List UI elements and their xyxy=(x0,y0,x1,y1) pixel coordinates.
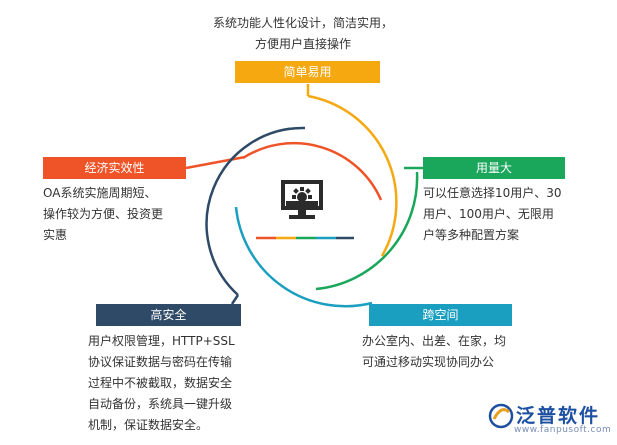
desc-line: 可以任意选择10用户、30 xyxy=(423,186,562,200)
brand-logo-url: www.fanpusoft.com xyxy=(514,425,612,435)
desc-line: 过程中不被截取，数据安全 xyxy=(88,376,233,390)
monitor-gear-icon xyxy=(281,180,323,219)
brand-logo: 泛普软件 www.fanpusoft.com xyxy=(488,401,613,441)
brand-logo-text: 泛普软件 xyxy=(516,405,601,427)
connector-economic xyxy=(185,155,246,170)
desc-economic: OA系统实施周期短、 操作较为方便、投资更 实惠 xyxy=(43,183,163,246)
desc-line: 办公室内、出差、在家，均 xyxy=(362,334,507,348)
desc-line: 协议保证数据与密码在传输 xyxy=(88,355,233,369)
desc-users: 可以任意选择10用户、30 用户、100用户、无限用 户等多种配置方案 xyxy=(423,183,562,246)
desc-cross: 办公室内、出差、在家，均 可通过移动实现协同办公 xyxy=(362,331,506,373)
desc-line: OA系统实施周期短、 xyxy=(43,186,157,200)
arc-simple xyxy=(242,141,383,201)
desc-security: 用户权限管理，HTTP+SSL 协议保证数据与密码在传输 过程中不被截取，数据安… xyxy=(88,331,235,436)
desc-line: 可通过移动实现协同办公 xyxy=(362,355,495,369)
arc-cross xyxy=(234,206,373,308)
desc-line: 自动备份，系统具一键升级 xyxy=(88,397,233,411)
desc-simple: 系统功能人性化设计，简洁实用， 方便用户直接操作 xyxy=(213,13,393,55)
arc-security xyxy=(205,126,306,296)
label-users: 用量大 xyxy=(423,157,565,179)
arc-simple-outer xyxy=(307,94,398,257)
brand-logo-icon xyxy=(488,403,514,429)
arc-users xyxy=(315,171,419,291)
connector-security xyxy=(230,294,240,305)
desc-line: 户等多种配置方案 xyxy=(423,228,520,242)
desc-line: 系统功能人性化设计，简洁实用， xyxy=(213,16,394,30)
label-economic: 经济实效性 xyxy=(43,157,186,179)
desc-line: 用户、100用户、无限用 xyxy=(423,207,554,221)
desc-line: 实惠 xyxy=(43,228,68,242)
desc-line: 方便用户直接操作 xyxy=(255,37,352,51)
label-simple: 简单易用 xyxy=(235,61,380,83)
desc-line: 操作较为方便、投资更 xyxy=(43,207,164,221)
label-security: 高安全 xyxy=(96,304,241,326)
label-cross: 跨空间 xyxy=(369,304,512,326)
desc-line: 用户权限管理，HTTP+SSL xyxy=(88,334,235,348)
desc-line: 机制，保证数据安全。 xyxy=(88,418,209,432)
